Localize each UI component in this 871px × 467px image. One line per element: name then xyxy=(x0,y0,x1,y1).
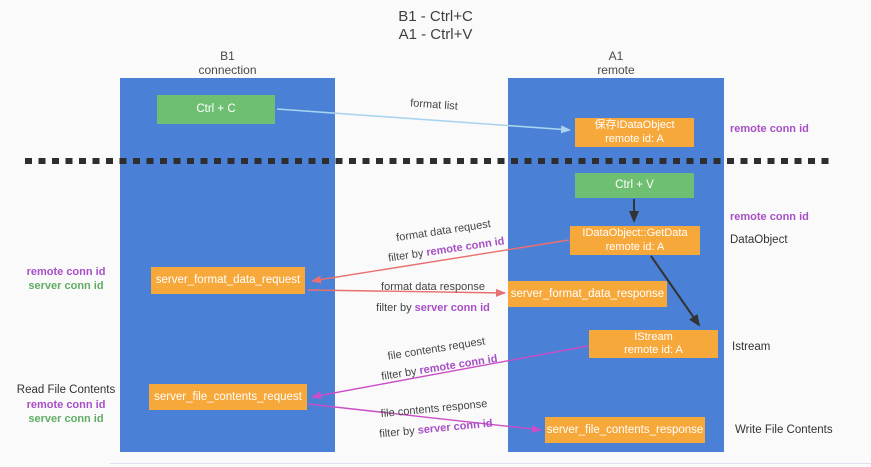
read-file-contents-label: Read File Contents xyxy=(16,384,116,396)
istream-box: IStream remote id: A xyxy=(589,330,718,358)
format-list-label: format list xyxy=(409,97,459,113)
save-idataobject-box: 保存IDataObject remote id: A xyxy=(575,118,694,147)
format-data-response-label: format data response filter by server co… xyxy=(363,277,503,319)
save-idataobject-line1: 保存IDataObject xyxy=(594,119,675,131)
server-format-data-response-box: server_format_data_response xyxy=(508,281,667,307)
lane-a1-name: A1 xyxy=(608,49,624,63)
server-format-data-response-label: server_format_data_response xyxy=(510,287,665,300)
left-server-conn-id-2: server conn id xyxy=(28,413,104,425)
bottom-divider-line xyxy=(110,463,871,464)
title-line-2: A1 - Ctrl+V xyxy=(398,26,473,43)
left-conn-id-block-1: remote conn id server conn id xyxy=(20,265,112,293)
remote-conn-id-label-top: remote conn id xyxy=(730,123,809,135)
idataobject-getdata-box: IDataObject::GetData remote id: A xyxy=(570,226,700,255)
left-conn-id-block-2: Read File Contents remote conn id server… xyxy=(14,382,118,426)
save-idataobject-line2: remote id: A xyxy=(605,132,664,145)
left-remote-conn-id-1: remote conn id xyxy=(26,266,106,278)
left-server-conn-id-1: server conn id xyxy=(28,280,104,292)
ctrl-v-label: Ctrl + V xyxy=(615,179,654,191)
ctrl-c-box: Ctrl + C xyxy=(157,95,275,124)
server-format-data-request-box: server_format_data_request xyxy=(151,267,305,294)
lane-b1-name: B1 xyxy=(220,49,235,63)
istream-side-label: Istream xyxy=(732,341,771,353)
dashed-separator-line xyxy=(25,158,833,164)
getdata-line2: remote id: A xyxy=(605,240,665,253)
format-data-response-filter: filter by server conn id xyxy=(376,302,490,314)
server-file-contents-response-label: server_file_contents_response xyxy=(546,423,704,436)
lane-header-a1: A1 remote xyxy=(508,49,724,77)
server-file-contents-response-box: server_file_contents_response xyxy=(545,417,705,443)
lane-a1-subtitle: remote xyxy=(597,63,635,77)
istream-line1: IStream xyxy=(634,330,673,343)
ctrl-v-box: Ctrl + V xyxy=(575,173,694,198)
getdata-line1: IDataObject::GetData xyxy=(582,227,688,239)
lane-b1-subtitle: connection xyxy=(198,63,257,77)
file-contents-request-label: file contents request filter by remote c… xyxy=(366,329,510,388)
format-data-response-text: format data response xyxy=(381,281,485,293)
write-file-contents-label: Write File Contents xyxy=(735,424,833,436)
format-data-request-label: format data request filter by remote con… xyxy=(373,212,517,270)
istream-line2: remote id: A xyxy=(624,344,683,356)
remote-conn-id-label-mid: remote conn id xyxy=(730,211,809,223)
server-format-data-request-label: server_format_data_request xyxy=(155,274,301,286)
ctrl-c-label: Ctrl + C xyxy=(196,103,236,115)
dataobject-label: DataObject xyxy=(730,234,788,246)
title-line-1: B1 - Ctrl+C xyxy=(398,8,473,25)
server-file-contents-request-box: server_file_contents_request xyxy=(149,384,307,410)
server-file-contents-request-label: server_file_contents_request xyxy=(154,390,302,403)
left-remote-conn-id-2: remote conn id xyxy=(26,399,106,411)
lane-header-b1: B1 connection xyxy=(120,49,335,77)
diagram-title: B1 - Ctrl+C A1 - Ctrl+V xyxy=(0,8,871,44)
file-contents-response-label: file contents response filter by server … xyxy=(363,392,506,445)
